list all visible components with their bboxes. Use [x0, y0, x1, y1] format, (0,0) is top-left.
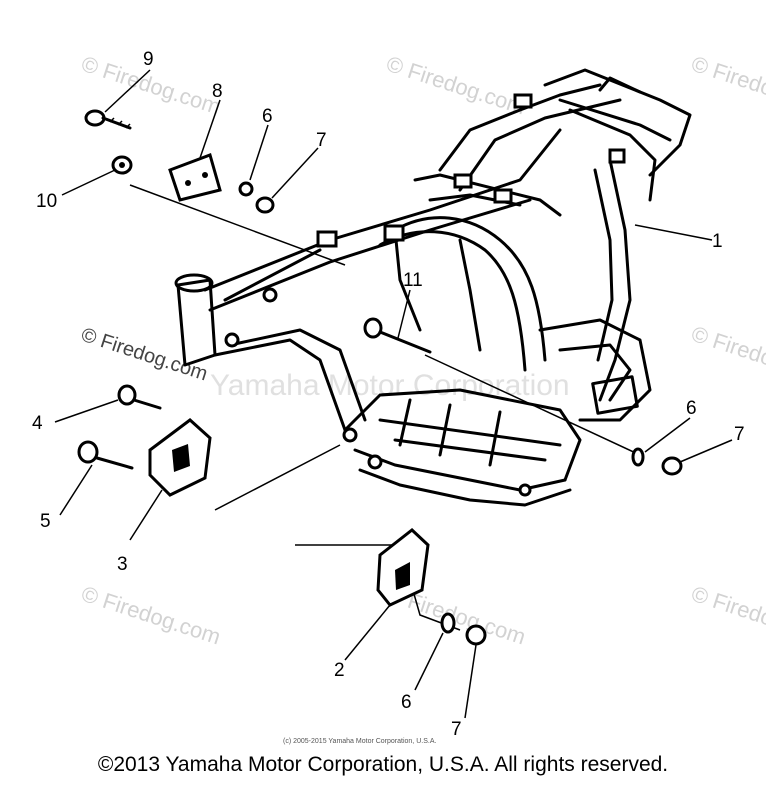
watermark: © Firedog.com [78, 581, 223, 649]
main-frame [129, 68, 692, 631]
bolt-9 [84, 109, 132, 130]
washer-6-top [238, 181, 254, 197]
leader-lines [54, 69, 733, 719]
callout-5: 5 [40, 511, 51, 532]
callout-9: 9 [143, 49, 154, 70]
nut-7-bottom [465, 624, 487, 646]
copyright-footer: ©2013 Yamaha Motor Corporation, U.S.A. A… [97, 753, 669, 776]
callout-7: 7 [316, 130, 327, 151]
callout-6: 6 [401, 692, 412, 713]
watermark-center: Yamaha Motor Corporation [210, 369, 570, 402]
callout-1: 1 [712, 231, 723, 252]
callout-7: 7 [734, 424, 745, 445]
bolt-5 [77, 440, 134, 470]
washer-6-bottom [440, 612, 456, 634]
watermark: © Firedog.com [688, 581, 766, 649]
callout-4: 4 [32, 413, 43, 434]
watermark: © Firedog.com [688, 321, 766, 389]
callout-3: 3 [117, 554, 128, 575]
hardware [77, 109, 683, 646]
callout-2: 2 [334, 660, 345, 681]
callout-10: 10 [36, 191, 57, 212]
watermark: © Firedog.com [383, 51, 528, 119]
nut-7-top [255, 196, 275, 214]
plate-3 [148, 418, 212, 497]
callout-11: 11 [403, 270, 423, 291]
washer-6-right [631, 447, 645, 467]
small-copyright: (c) 2005-2015 Yamaha Motor Corporation, … [283, 738, 436, 745]
bolt-11 [363, 317, 432, 354]
callout-7: 7 [451, 719, 462, 740]
watermark: © Firedog.com [78, 324, 210, 386]
plate-2 [376, 528, 430, 607]
bracket-8 [168, 153, 222, 202]
nut-7-right [661, 456, 683, 476]
callout-6: 6 [262, 106, 273, 127]
callouts: 1 9 8 6 7 10 11 4 5 3 6 7 2 6 7 [32, 49, 745, 740]
callout-6: 6 [686, 398, 697, 419]
bolt-4 [117, 384, 162, 410]
nut-10 [111, 155, 133, 175]
callout-8: 8 [212, 81, 223, 102]
watermark: © Firedog.com [688, 51, 766, 119]
